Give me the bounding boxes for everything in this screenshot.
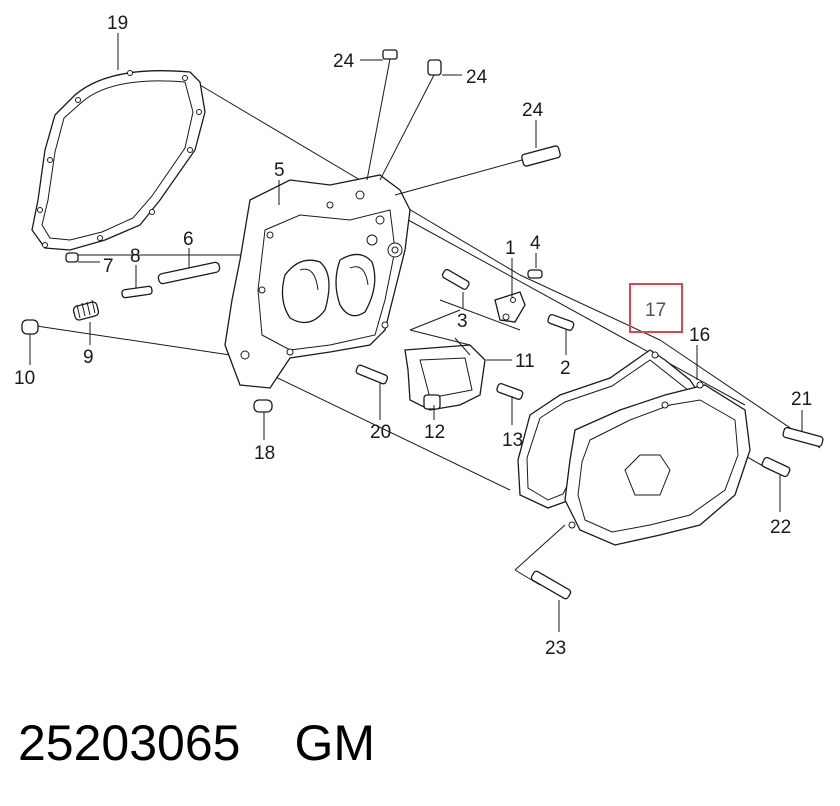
callout-21: 21 bbox=[791, 389, 812, 410]
bolt-23 bbox=[530, 570, 572, 600]
callout-3: 3 bbox=[457, 311, 468, 332]
callout-19: 19 bbox=[107, 13, 128, 34]
callout-leaders bbox=[29, 33, 803, 632]
callout-10: 10 bbox=[14, 368, 35, 389]
bracket-1 bbox=[494, 291, 526, 323]
bolt-2 bbox=[547, 313, 575, 331]
spring-9 bbox=[72, 299, 100, 321]
plug-18 bbox=[253, 399, 273, 413]
part-number: 25203065 bbox=[18, 715, 241, 771]
bolt-21 bbox=[782, 427, 824, 447]
callout-22: 22 bbox=[770, 517, 791, 538]
bolt-24-a bbox=[366, 49, 398, 181]
bolt-20 bbox=[355, 364, 389, 385]
callout-24a: 24 bbox=[333, 51, 355, 72]
callout-4: 4 bbox=[530, 233, 541, 254]
callout-9: 9 bbox=[83, 347, 94, 368]
callout-24b: 24 bbox=[466, 67, 488, 88]
pin-4 bbox=[527, 269, 543, 279]
cover-16 bbox=[564, 351, 751, 546]
callout-16: 16 bbox=[689, 325, 710, 346]
callout-5: 5 bbox=[274, 160, 285, 181]
plug-10 bbox=[21, 319, 39, 335]
callout-2: 2 bbox=[560, 358, 571, 379]
callout-1: 1 bbox=[505, 238, 516, 259]
exploded-parts-diagram: 19 24 24 24 5 6 1 4 7 8 17 3 16 9 11 2 1… bbox=[14, 13, 824, 659]
callout-7: 7 bbox=[103, 256, 114, 277]
callout-12: 12 bbox=[424, 422, 445, 443]
bolt-24-b bbox=[379, 59, 442, 181]
callout-13: 13 bbox=[502, 430, 523, 451]
callout-17: 17 bbox=[645, 300, 666, 321]
callout-8: 8 bbox=[130, 246, 141, 267]
bolt-24-c bbox=[394, 145, 561, 196]
cover-5 bbox=[224, 174, 411, 389]
part-footer: 25203065 GM bbox=[18, 703, 375, 783]
bolt-13 bbox=[496, 382, 524, 400]
nut-12 bbox=[423, 394, 441, 410]
pin-8 bbox=[121, 285, 153, 299]
callout-24c: 24 bbox=[522, 100, 544, 121]
brand-name: GM bbox=[294, 715, 376, 771]
dowel-7 bbox=[65, 252, 79, 263]
gasket-19 bbox=[31, 70, 206, 251]
bracket-11 bbox=[404, 337, 486, 411]
bolt-22 bbox=[761, 456, 791, 478]
pin-6 bbox=[157, 261, 221, 285]
bolt-3 bbox=[441, 268, 470, 290]
callout-18: 18 bbox=[254, 443, 275, 464]
callout-20: 20 bbox=[370, 422, 391, 443]
callout-23: 23 bbox=[545, 638, 566, 659]
highlight-box bbox=[629, 283, 683, 333]
callout-11: 11 bbox=[515, 351, 535, 372]
callout-6: 6 bbox=[183, 229, 194, 250]
